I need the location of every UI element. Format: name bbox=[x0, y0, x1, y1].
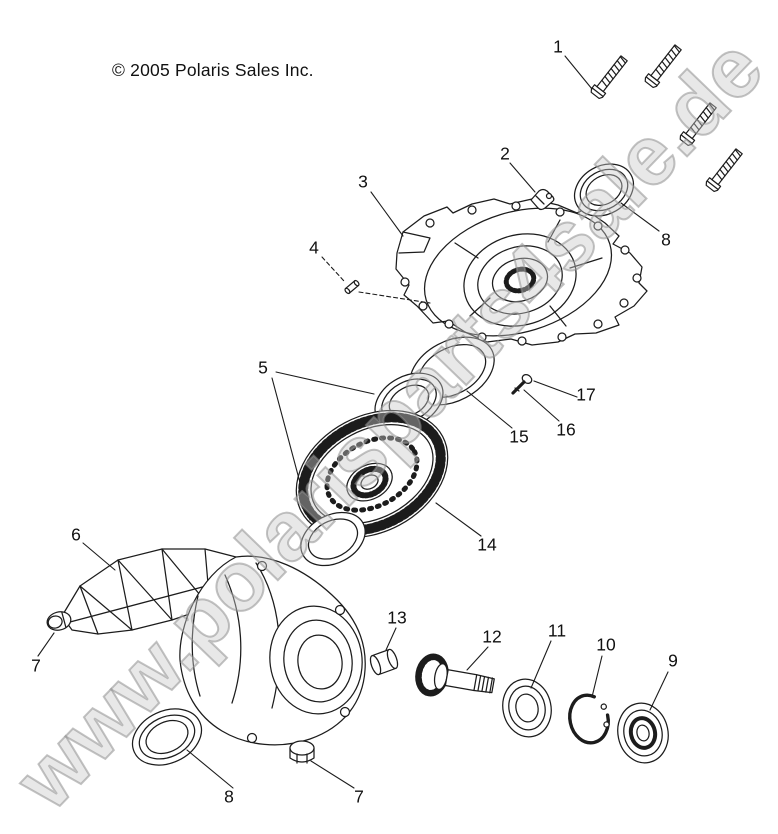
part-vent-fitting bbox=[530, 188, 555, 211]
part-dowel-pin bbox=[344, 279, 360, 295]
part-plug-left bbox=[46, 611, 72, 631]
part-seal-output bbox=[617, 702, 669, 764]
part-washer-lower bbox=[300, 511, 366, 567]
part-plug-bottom bbox=[289, 740, 315, 764]
part-seal-bottom bbox=[131, 708, 203, 766]
watermark-text: www.polarisparts4sale.de bbox=[0, 20, 778, 827]
part-bearing-pinion bbox=[502, 678, 552, 738]
part-seal-top bbox=[573, 163, 635, 217]
part-ring-gear bbox=[295, 409, 449, 539]
part-bearing-upper bbox=[374, 372, 444, 430]
part-gearcase-housing bbox=[61, 548, 366, 746]
part-gearcase-cover bbox=[395, 198, 648, 346]
part-pinion-shaft bbox=[415, 653, 495, 697]
copyright-notice: © 2005 Polaris Sales Inc. bbox=[112, 60, 314, 80]
part-roller bbox=[369, 648, 399, 676]
part-screw-small bbox=[511, 374, 533, 395]
leader-lines bbox=[37, 55, 669, 789]
part-snap-ring bbox=[568, 693, 610, 745]
